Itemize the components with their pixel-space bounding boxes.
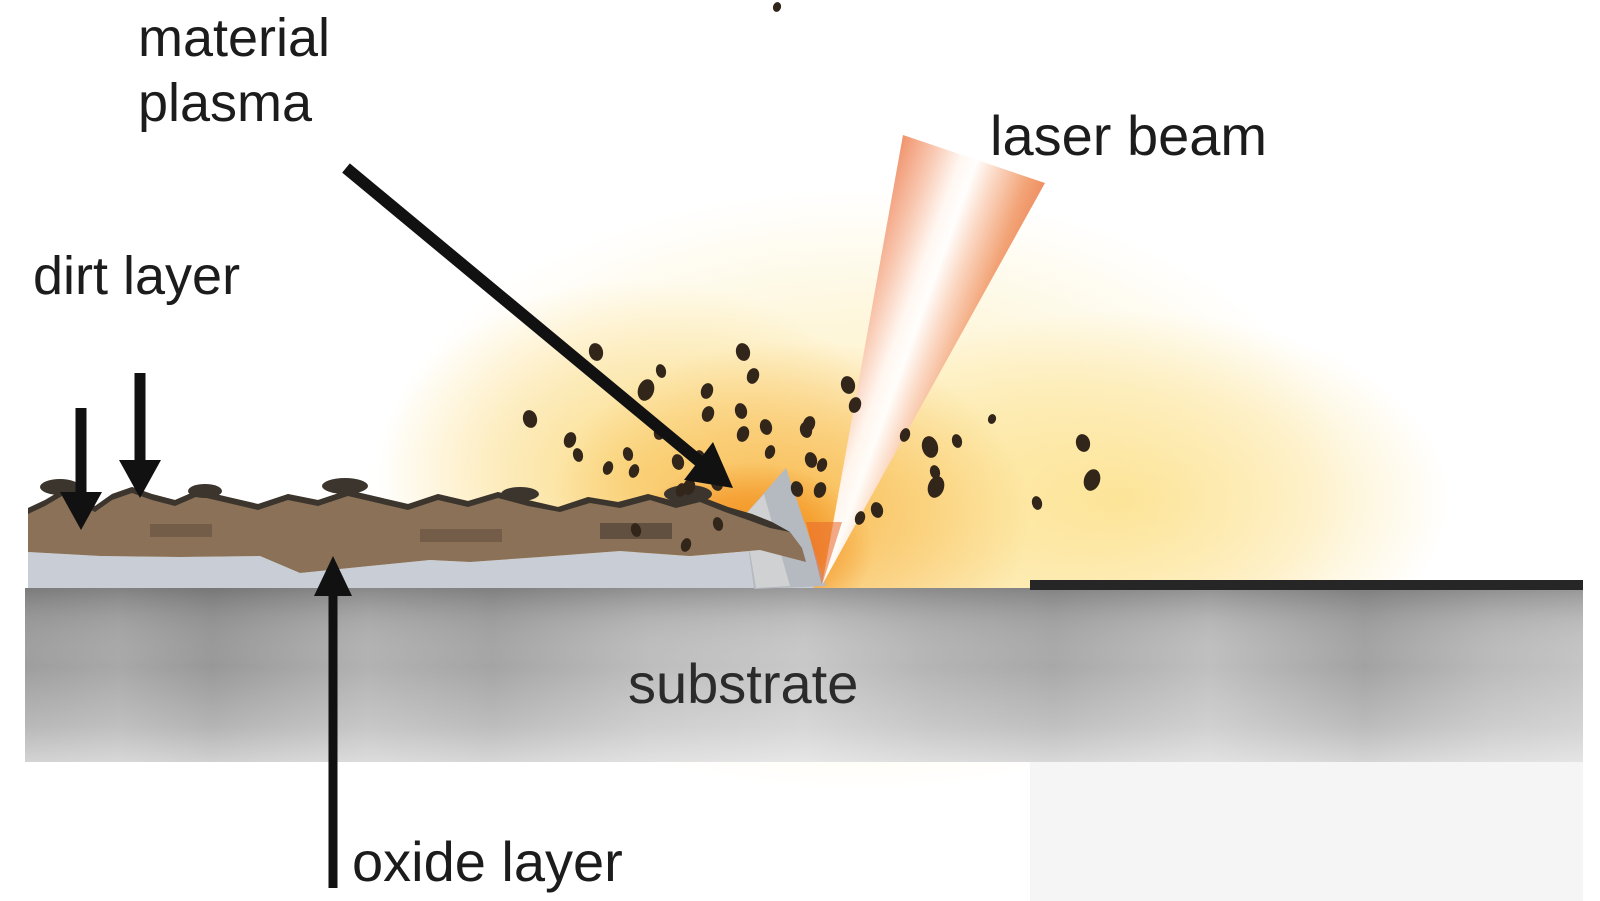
debris-particle bbox=[628, 464, 640, 478]
dirt-layer-arrows bbox=[60, 373, 161, 530]
material-plasma-arrow bbox=[342, 163, 733, 488]
debris-particle bbox=[1031, 496, 1043, 510]
debris-particle bbox=[671, 454, 685, 470]
debris-particle bbox=[987, 414, 997, 424]
debris-particle bbox=[622, 447, 634, 461]
substrate-layer bbox=[25, 580, 1583, 901]
debris-particle bbox=[921, 436, 939, 458]
surface-edge-line bbox=[1030, 580, 1583, 590]
dirt-brown-body bbox=[28, 487, 806, 573]
debris-particle bbox=[899, 428, 911, 442]
oxide-layer-arrow bbox=[314, 556, 352, 888]
debris-particle bbox=[701, 406, 715, 422]
debris-particle bbox=[840, 376, 856, 394]
laser-beam-tip bbox=[806, 522, 842, 585]
debris-particle bbox=[870, 502, 884, 518]
debris-particle bbox=[735, 343, 751, 361]
debris-particle bbox=[734, 403, 748, 419]
debris-particle bbox=[790, 481, 804, 497]
debris-particle bbox=[816, 458, 828, 472]
debris-particle bbox=[772, 2, 782, 12]
dirt-dark-crust bbox=[28, 487, 790, 532]
oxide-layer-band bbox=[28, 545, 814, 588]
debris-particle bbox=[522, 410, 538, 428]
dirt-layer-band bbox=[28, 478, 806, 573]
debris-particle bbox=[929, 465, 941, 479]
debris-particle bbox=[675, 483, 687, 497]
debris-particle bbox=[746, 368, 760, 384]
debris-particle bbox=[1083, 469, 1101, 491]
debris-particle bbox=[759, 419, 773, 435]
debris-particle bbox=[927, 476, 945, 498]
label-material-plasma: material plasma bbox=[138, 8, 331, 133]
debris-particle bbox=[700, 383, 714, 399]
debris-particle bbox=[804, 452, 818, 468]
laser-beam-cone bbox=[806, 135, 1045, 585]
label-oxide-layer: oxide layer bbox=[352, 830, 623, 893]
debris-particle bbox=[655, 364, 667, 378]
lower-shadow-band bbox=[1030, 762, 1583, 901]
debris-particle bbox=[563, 432, 577, 448]
debris-particle bbox=[630, 523, 642, 537]
debris-particle bbox=[572, 448, 584, 462]
label-laser-beam: laser beam bbox=[990, 104, 1268, 167]
label-dirt-layer: dirt layer bbox=[33, 246, 241, 306]
debris-particle bbox=[764, 445, 776, 459]
label-substrate: substrate bbox=[628, 652, 859, 715]
debris-particle bbox=[1075, 434, 1091, 452]
debris-particle bbox=[637, 379, 655, 401]
debris-particle bbox=[680, 538, 692, 552]
debris-particle bbox=[951, 434, 963, 448]
debris-particle bbox=[813, 482, 827, 498]
debris-particle bbox=[799, 422, 813, 438]
debris-particle bbox=[736, 426, 750, 442]
debris-particle bbox=[588, 343, 604, 361]
debris-particle bbox=[848, 397, 862, 413]
debris-particle bbox=[854, 511, 866, 525]
debris-particle bbox=[602, 461, 614, 475]
debris-particle bbox=[712, 517, 724, 531]
